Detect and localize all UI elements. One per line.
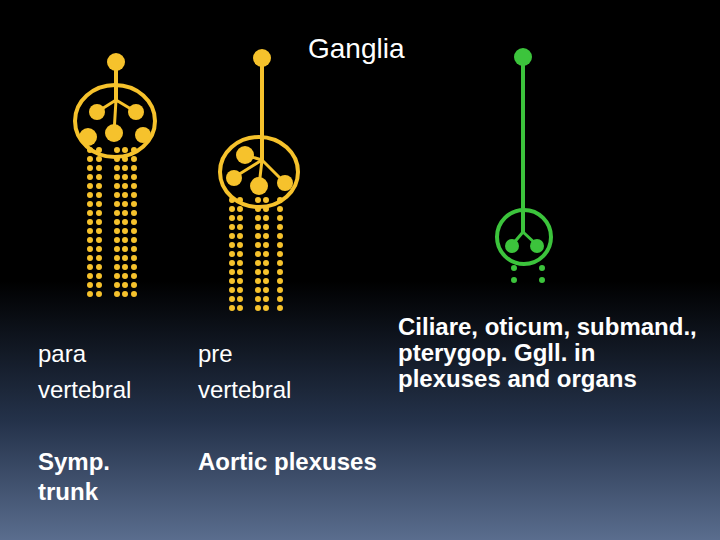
paravertebral-neuron (75, 53, 155, 295)
parasympathetic-neuron (497, 48, 551, 284)
label-text: Aortic plexuses (198, 447, 377, 477)
label-text: pre vertebral (198, 336, 323, 408)
label-text: Symp. trunk (38, 447, 138, 507)
diagram-title: Ganglia (308, 33, 405, 65)
prevertebral-neuron (220, 49, 298, 312)
label-text: para vertebral (38, 336, 158, 408)
label-text: Ciliare, oticum, submand., pterygop. Ggl… (398, 314, 698, 392)
